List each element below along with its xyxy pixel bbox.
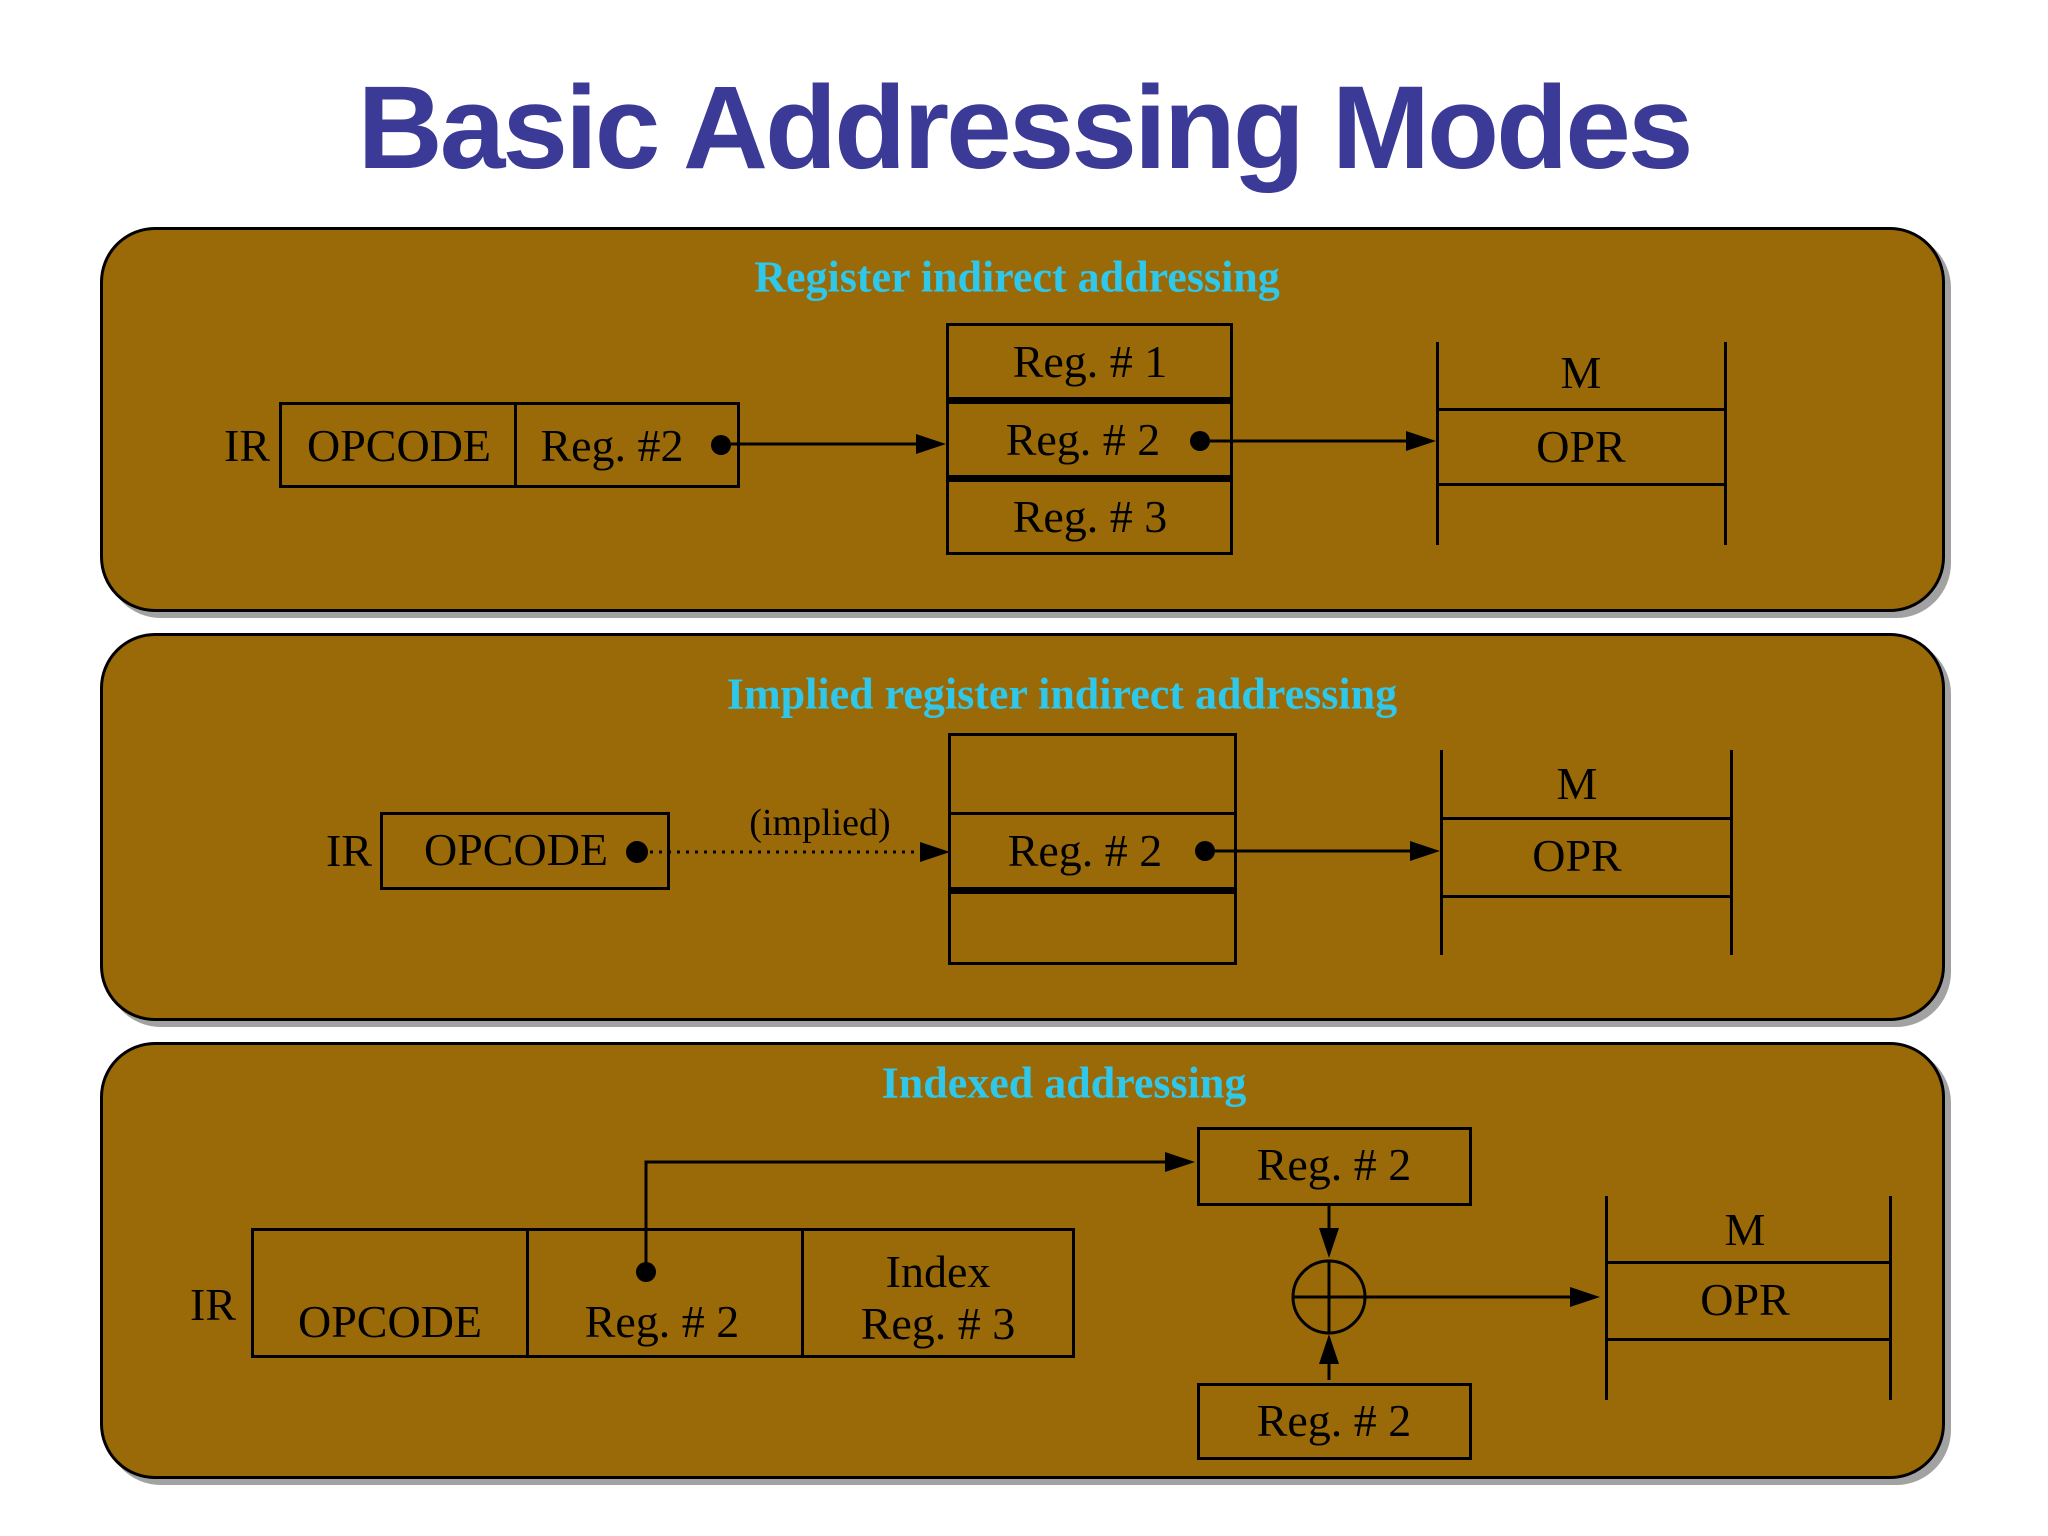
memory-label: M (1556, 758, 1598, 809)
ir-label: IR (326, 825, 372, 876)
panel-heading: Implied register indirect addressing (726, 669, 1398, 719)
row-divider (949, 475, 1230, 482)
memory-cell-line (1605, 1338, 1892, 1341)
opcode-cell: OPCODE (306, 420, 492, 471)
memory-right-line (1730, 750, 1733, 955)
memory-left-line (1605, 1196, 1608, 1400)
ir-label: IR (224, 420, 270, 471)
implied-annotation: (implied) (749, 802, 891, 844)
opcode-cell: OPCODE (297, 1296, 483, 1347)
ir-label: IR (190, 1279, 236, 1330)
register-file-table (946, 323, 1233, 555)
row-divider (949, 397, 1230, 404)
base-register-value: Reg. # 2 (1256, 1395, 1412, 1446)
memory-right-line (1889, 1196, 1892, 1400)
index-register-value: Reg. # 2 (1256, 1139, 1412, 1190)
memory-cell-line (1605, 1261, 1892, 1264)
row-divider (951, 812, 1234, 815)
memory-label: M (1724, 1204, 1766, 1255)
panel-implied-register-indirect-addressing (100, 633, 1945, 1021)
panel-register-indirect-addressing (100, 227, 1945, 612)
register-row: Reg. # 2 (1005, 414, 1161, 465)
memory-label: M (1560, 347, 1602, 398)
memory-left-line (1440, 750, 1443, 955)
opcode-cell: OPCODE (423, 824, 609, 875)
register-number-cell: Reg. # 2 (584, 1296, 740, 1347)
memory-right-line (1724, 342, 1727, 545)
register-number-cell: Reg. #2 (540, 420, 684, 471)
memory-cell-line (1440, 895, 1733, 898)
index-register-box (1197, 1127, 1472, 1206)
cell-divider (514, 405, 517, 485)
memory-left-line (1436, 342, 1439, 545)
opr-cell: OPR (1532, 830, 1622, 881)
base-register-box (1197, 1383, 1472, 1460)
cell-divider (526, 1231, 529, 1355)
index-cell-line2: Reg. # 3 (860, 1298, 1016, 1349)
register-row: Reg. # 3 (1012, 491, 1168, 542)
panel-heading: Indexed addressing (881, 1058, 1247, 1108)
memory-cell-line (1440, 817, 1733, 820)
memory-cell-line (1436, 408, 1727, 411)
register-row: Reg. # 1 (1012, 336, 1168, 387)
row-divider (951, 887, 1234, 894)
register-row: Reg. # 2 (1007, 825, 1163, 876)
panel-heading: Register indirect addressing (754, 252, 1280, 302)
opr-cell: OPR (1700, 1274, 1790, 1325)
cell-divider (801, 1231, 804, 1355)
slide-title: Basic Addressing Modes (357, 62, 1694, 194)
opr-cell: OPR (1536, 421, 1626, 472)
memory-cell-line (1436, 483, 1727, 486)
index-cell-line1: Index (885, 1246, 991, 1297)
